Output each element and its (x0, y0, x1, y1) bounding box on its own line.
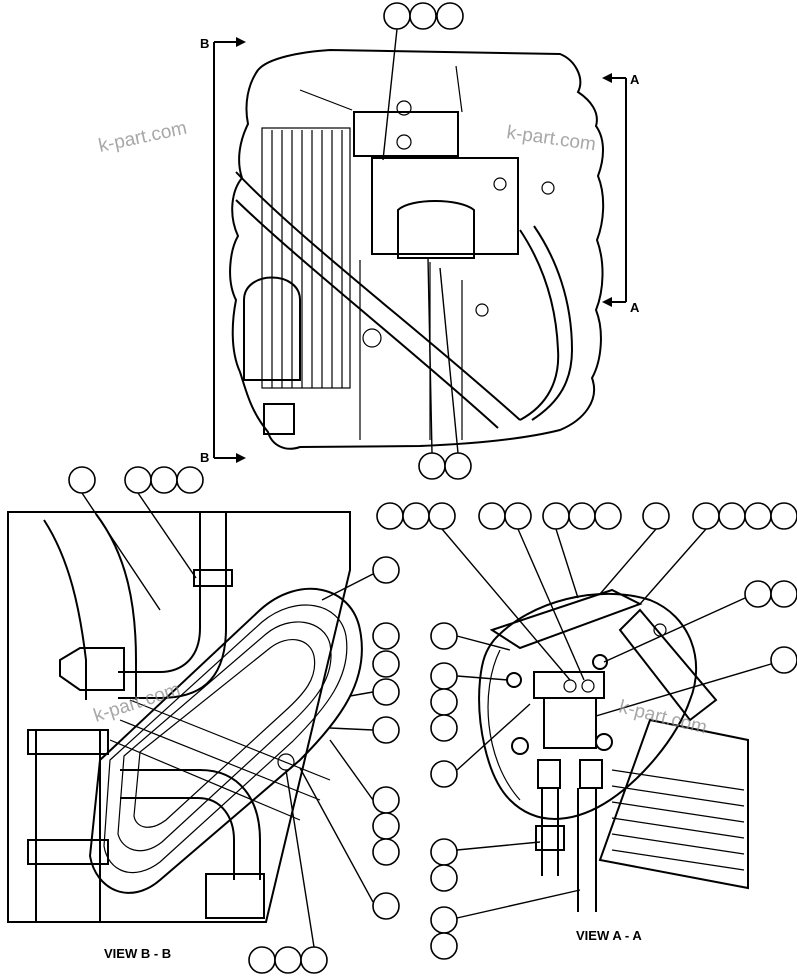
aa-cooler-edge (598, 608, 749, 890)
watermark: k-part.com (617, 696, 709, 738)
callout-bubble (372, 678, 400, 706)
aa-hose-left (541, 788, 559, 876)
section-a-top-label: A (630, 72, 640, 87)
top-view-break-outline (229, 48, 605, 450)
callout-bubble (428, 502, 456, 530)
callout-bubble (744, 502, 772, 530)
callout-bubble (744, 580, 772, 608)
watermark: k-part.com (97, 118, 189, 157)
top-callouts (382, 2, 472, 480)
callout-bubble (372, 892, 400, 920)
callout-bubble (718, 502, 746, 530)
callout-bubble (642, 502, 670, 530)
section-b-top-label: B (200, 36, 209, 51)
section-b-bottom-label: B (200, 450, 209, 465)
callout-bubble (372, 650, 400, 678)
watermark: k-part.com (505, 122, 597, 155)
top-right-pipe (519, 229, 560, 421)
callout-bubble (68, 466, 96, 494)
callout-bubble (770, 580, 797, 608)
top-elbow-tube (243, 276, 301, 381)
callout-bubble (372, 622, 400, 650)
aa-hose-right (577, 788, 597, 912)
callout-bubble (594, 502, 622, 530)
callout-bubble (430, 688, 458, 716)
callout-bubble (430, 906, 458, 934)
callout-bubble (770, 646, 797, 674)
bb-callouts (68, 466, 400, 974)
view-bb-frame (7, 511, 351, 923)
callout-bubble (372, 838, 400, 866)
view-aa-label: VIEW A - A (576, 928, 642, 943)
callout-bubble (372, 786, 400, 814)
top-cooler-fins (261, 127, 351, 389)
callout-bubble (176, 466, 204, 494)
callout-bubble (504, 502, 532, 530)
bb-center-pipe (118, 512, 201, 673)
view-bb (7, 511, 363, 923)
section-a-marker: A A (602, 72, 640, 315)
callout-bubble (418, 452, 446, 480)
callout-bubble (430, 662, 458, 690)
bb-curved-pipe (43, 519, 87, 700)
callout-bubble (692, 502, 720, 530)
top-bracket (353, 111, 459, 157)
callout-bubble (542, 502, 570, 530)
callout-bubble (124, 466, 152, 494)
top-diagonal-hose (235, 171, 521, 421)
callout-bubble (430, 932, 458, 960)
callout-bubble (376, 502, 404, 530)
callout-bubble (478, 502, 506, 530)
section-a-bottom-label: A (630, 300, 640, 315)
callout-bubble (409, 2, 437, 30)
aa-compressor-body (478, 592, 698, 820)
callout-bubble (300, 946, 328, 974)
callout-bubble (248, 946, 276, 974)
bb-fitting (59, 647, 125, 691)
callout-bubble (372, 812, 400, 840)
section-b-marker: B B (200, 36, 246, 465)
callout-bubble (430, 714, 458, 742)
callout-bubble (383, 2, 411, 30)
top-main-view (229, 48, 605, 450)
callout-bubble (430, 622, 458, 650)
callout-bubble (402, 502, 430, 530)
callout-bubble (430, 760, 458, 788)
callout-bubble (274, 946, 302, 974)
callout-bubble (430, 864, 458, 892)
bb-vertical-pipe (35, 730, 101, 922)
callout-bubble (430, 838, 458, 866)
callout-bubble (372, 716, 400, 744)
callout-bubble (436, 2, 464, 30)
view-bb-label: VIEW B - B (104, 946, 171, 961)
bb-cooler-coil (88, 587, 363, 894)
callout-bubble (372, 556, 400, 584)
bb-elbow-pipe (120, 769, 261, 880)
callout-bubble (444, 452, 472, 480)
aa-callouts (376, 502, 797, 960)
callout-bubble (770, 502, 797, 530)
top-compressor-body (371, 157, 519, 255)
callout-bubble (568, 502, 596, 530)
callout-bubble (150, 466, 178, 494)
view-aa (478, 588, 749, 912)
